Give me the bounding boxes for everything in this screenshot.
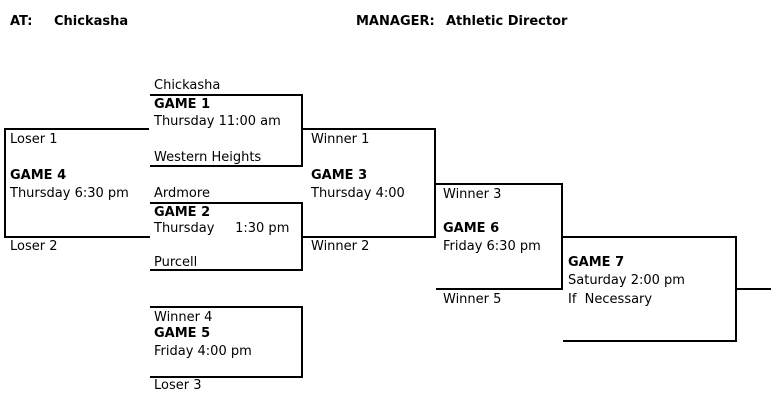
game3-team-bottom: Winner 2 xyxy=(311,239,370,254)
game6-team-top: Winner 3 xyxy=(443,187,502,202)
game1-team-bottom: Western Heights xyxy=(154,150,262,165)
game3-title: GAME 3 xyxy=(311,168,368,183)
game7-connector xyxy=(735,236,737,342)
game5-connector xyxy=(301,306,303,378)
game2-top-line xyxy=(150,202,303,204)
game4-bottom-line xyxy=(4,236,150,238)
game7-note: If Necessary xyxy=(568,292,653,307)
location: Chickasha xyxy=(54,14,129,29)
game2-team-top: Ardmore xyxy=(154,186,210,201)
game3-bottom-line xyxy=(303,236,436,238)
game4-connector xyxy=(4,128,6,238)
game2-time: Thursday 1:30 pm xyxy=(154,221,290,236)
game3-connector xyxy=(434,128,436,238)
game7-top-line xyxy=(563,236,737,238)
manager-label: MANAGER: xyxy=(356,14,435,29)
game6-time: Friday 6:30 pm xyxy=(443,239,541,254)
game4-team-top: Loser 1 xyxy=(10,132,58,147)
game1-bottom-line xyxy=(150,165,303,167)
game2-team-bottom: Purcell xyxy=(154,255,198,270)
game1-top-line xyxy=(150,94,303,96)
game6-title: GAME 6 xyxy=(443,221,500,236)
game3-top-line xyxy=(303,128,436,130)
game6-bottom-line xyxy=(436,288,563,290)
game7-bottom-line xyxy=(563,340,737,342)
game3-team-top: Winner 1 xyxy=(311,132,370,147)
game7-title: GAME 7 xyxy=(568,255,625,270)
game2-title: GAME 2 xyxy=(154,205,211,220)
game2-connector xyxy=(301,202,303,271)
game2-bottom-line xyxy=(150,269,303,271)
game7-time: Saturday 2:00 pm xyxy=(568,273,685,288)
champion-line xyxy=(737,288,771,290)
game6-top-line xyxy=(436,183,563,185)
game6-team-bottom: Winner 5 xyxy=(443,292,502,307)
game1-title: GAME 1 xyxy=(154,97,211,112)
game4-time: Thursday 6:30 pm xyxy=(10,186,129,201)
game5-time: Friday 4:00 pm xyxy=(154,344,252,359)
game1-connector xyxy=(301,94,303,167)
game6-connector xyxy=(561,183,563,290)
game4-top-line xyxy=(4,128,149,130)
game5-bottom-line xyxy=(150,376,303,378)
game3-time: Thursday 4:00 xyxy=(311,186,405,201)
game1-team-top: Chickasha xyxy=(154,78,221,93)
game5-top-line xyxy=(150,306,303,308)
game4-team-bottom: Loser 2 xyxy=(10,239,58,254)
game5-title: GAME 5 xyxy=(154,326,211,341)
at-label: AT: xyxy=(10,14,33,29)
manager-name: Athletic Director xyxy=(446,14,568,29)
game4-title: GAME 4 xyxy=(10,168,67,183)
game5-team-top: Winner 4 xyxy=(154,310,213,325)
game1-time: Thursday 11:00 am xyxy=(154,114,281,129)
game5-team-bottom: Loser 3 xyxy=(154,378,202,393)
